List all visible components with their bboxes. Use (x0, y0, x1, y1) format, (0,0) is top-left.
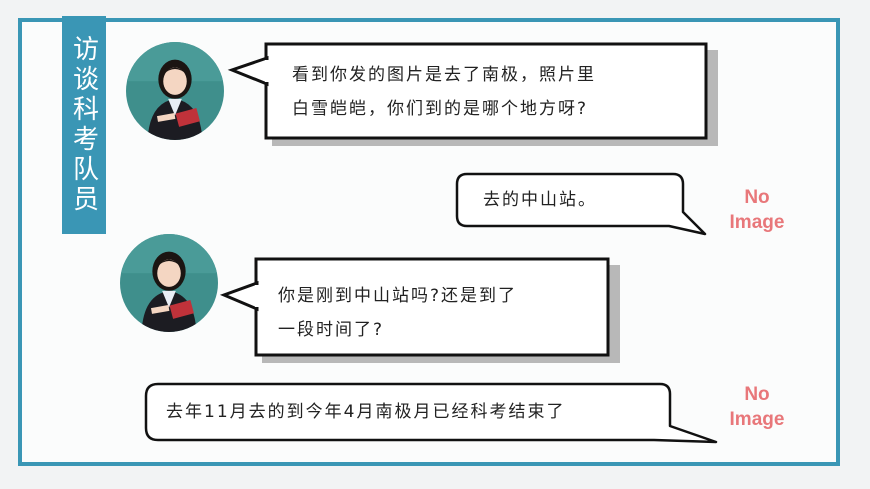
message-line: 你是刚到中山站吗?还是到了 (278, 286, 518, 306)
image-placeholder: No Image (729, 187, 785, 233)
speech-bubble-shape (144, 382, 718, 444)
interviewer-avatar (120, 234, 218, 332)
speech-bubble-shape (219, 257, 620, 363)
woman-portrait-icon (126, 42, 224, 140)
chat-bubble-answer: 去的中山站。 (455, 172, 710, 238)
chat-bubble-answer: 去年11月去的到今年4月南极月已经科考结束了 (144, 382, 720, 446)
slide-title: 访谈科考队员 (68, 35, 99, 215)
speech-bubble-shape (455, 172, 707, 236)
chat-bubble-question: 你是刚到中山站吗?还是到了 一段时间了? (219, 255, 622, 365)
chat-bubble-question: 看到你发的图片是去了南极，照片里 白雪皑皑，你们到的是哪个地方呀? (227, 40, 720, 148)
message-line: 看到你发的图片是去了南极，照片里 (292, 65, 596, 85)
message-line: 去的中山站。 (483, 190, 597, 210)
message-line: 一段时间了? (278, 320, 385, 340)
message-line: 去年11月去的到今年4月南极月已经科考结束了 (166, 402, 566, 422)
woman-portrait-icon (120, 234, 218, 332)
message-line: 白雪皑皑，你们到的是哪个地方呀? (292, 99, 589, 119)
interviewer-avatar (126, 42, 224, 140)
image-placeholder: No Image (729, 384, 785, 430)
speech-bubble-shape (227, 42, 718, 146)
title-tab: 访谈科考队员 (62, 16, 106, 234)
